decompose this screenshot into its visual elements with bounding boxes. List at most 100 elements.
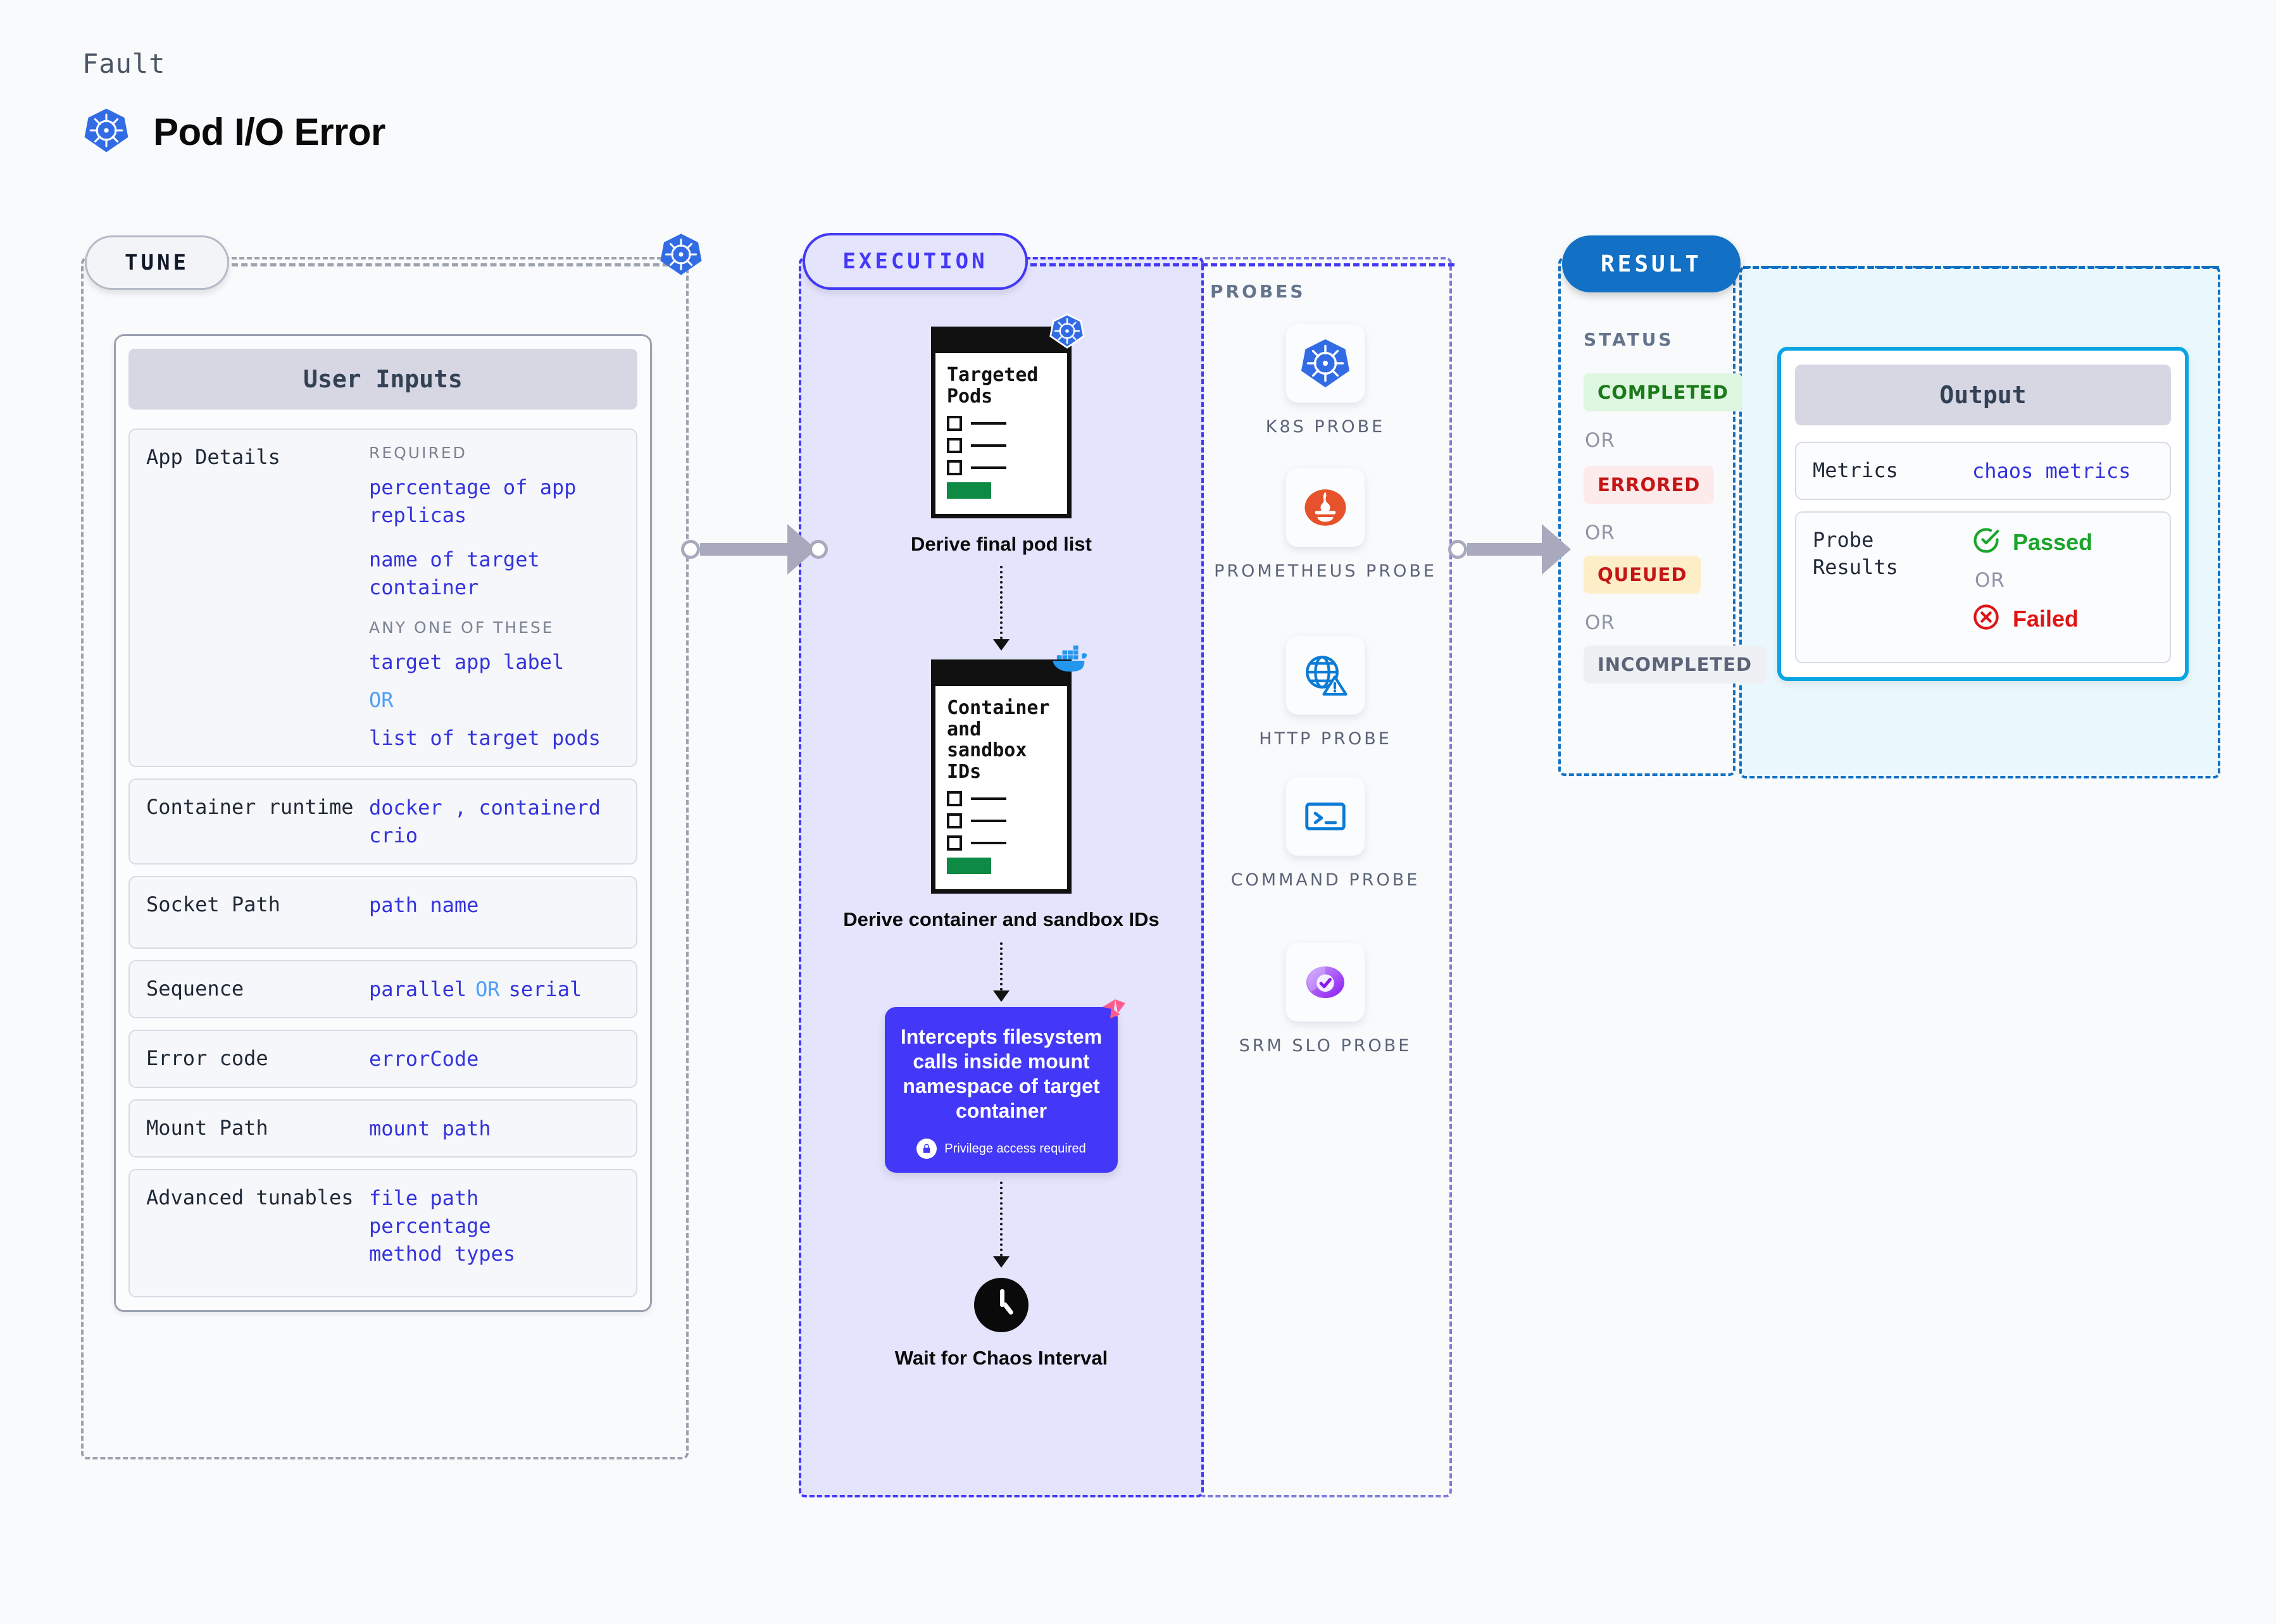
probe-label: COMMAND PROBE: [1230, 870, 1420, 890]
probe-srm-slo[interactable]: SRM SLO PROBE: [1199, 943, 1452, 1058]
lock-icon: [916, 1139, 937, 1159]
status-badge-text: INCOMPLETED: [1584, 646, 1766, 684]
probe-label: K8S PROBE: [1265, 417, 1385, 437]
line-icon: [971, 422, 1006, 425]
flow-connector: [1000, 1182, 1003, 1257]
probe-http[interactable]: HTTP PROBE: [1199, 636, 1452, 751]
status-label: STATUS: [1584, 329, 1674, 350]
probe-command[interactable]: COMMAND PROBE: [1199, 777, 1452, 892]
connector-dot: [1448, 540, 1467, 559]
or-separator: OR: [1585, 522, 1615, 544]
card-body: Container and sandbox IDs: [931, 685, 1072, 894]
x-circle-icon: [1972, 603, 2000, 634]
status-badge-text: ERRORED: [1584, 466, 1715, 504]
step-caption-derive-pod-list: Derive final pod list: [911, 533, 1092, 556]
status-badge-errored: ERRORED: [1584, 466, 1715, 504]
list-item: [947, 438, 1056, 454]
card-body: Targeted Pods: [931, 353, 1072, 519]
row-value: mount path: [369, 1116, 491, 1140]
execution-connector-rule: [1030, 263, 1454, 266]
tune-row-socket-path: Socket Path path name: [128, 876, 637, 949]
row-value-1: docker , containerd: [369, 796, 601, 820]
row-value: path name: [369, 893, 479, 918]
required-value-1: percentage of app replicas: [369, 475, 577, 528]
row-value: errorCode: [369, 1046, 479, 1071]
progress-bar: [947, 482, 991, 499]
fault-title-row: Pod I/O Error: [82, 106, 385, 158]
passed-label: Passed: [2013, 528, 2093, 555]
execution-pill[interactable]: EXECUTION: [803, 233, 1028, 290]
prometheus-icon: [1286, 468, 1365, 547]
tune-to-execution-arrow: [681, 524, 828, 575]
tune-row-mount-path: Mount Path mount path: [128, 1099, 637, 1158]
srm-slo-icon: [1286, 943, 1365, 1021]
action-box-intercept: Intercepts filesystem calls inside mount…: [885, 999, 1125, 1173]
probe-result-failed: Failed: [1972, 603, 2153, 634]
probe-label: PROMETHEUS PROBE: [1214, 561, 1437, 581]
probes-lane: [1199, 257, 1452, 1497]
row-key: Socket Path: [146, 892, 280, 917]
tune-row-error-code: Error code errorCode: [128, 1029, 637, 1088]
tune-row-sequence: Sequence parallel OR serial: [128, 959, 637, 1018]
user-inputs-card: User Inputs App Details REQUIRED percent…: [114, 334, 652, 1312]
page-title: Pod I/O Error: [153, 111, 385, 153]
kubernetes-icon: [658, 232, 704, 280]
kubernetes-icon: [1049, 313, 1085, 353]
or-separator: OR: [1585, 611, 1615, 634]
card-heading: Targeted Pods: [947, 364, 1039, 408]
checkbox-icon: [947, 460, 962, 476]
line-icon: [971, 466, 1006, 470]
status-badge-text: COMPLETED: [1584, 373, 1743, 411]
kubernetes-icon: [1286, 324, 1365, 403]
card-heading: Container and sandbox IDs: [947, 696, 1050, 783]
targeted-pods-card: Targeted Pods: [931, 313, 1085, 519]
row-key: Container runtime: [146, 795, 354, 820]
output-row-probe-results: Probe Results Passed OR: [1795, 511, 2171, 664]
line-icon: [971, 820, 1006, 823]
required-label: REQUIRED: [369, 444, 467, 462]
list-item: [947, 835, 1056, 851]
user-inputs-title: User Inputs: [128, 349, 637, 409]
output-card: Output Metrics chaos metrics Probe Resul…: [1777, 347, 2189, 682]
http-globe-icon: [1286, 636, 1365, 715]
tune-pill[interactable]: TUNE: [85, 235, 229, 290]
clock-icon: [974, 1278, 1029, 1333]
probes-section-label: PROBES: [1210, 281, 1306, 302]
result-connector-rule: [1743, 266, 2219, 269]
output-row-metrics: Metrics chaos metrics: [1795, 442, 2171, 501]
connector-dot: [681, 540, 700, 559]
card-top-bar: [931, 659, 1072, 686]
row-value-1: parallel: [369, 977, 467, 1001]
checkbox-icon: [947, 835, 962, 851]
row-key: App Details: [146, 445, 280, 469]
line-icon: [971, 797, 1006, 801]
list-item: [947, 416, 1056, 432]
tune-row-container-runtime: Container runtime docker , containerd cr…: [128, 778, 637, 865]
checkbox-icon: [947, 438, 962, 454]
status-badge-text: QUEUED: [1584, 556, 1701, 594]
step-caption-wait-for-chaos: Wait for Chaos Interval: [894, 1347, 1108, 1370]
row-key: Advanced tunables: [146, 1185, 354, 1210]
probe-k8s[interactable]: K8S PROBE: [1199, 324, 1452, 439]
probe-label: HTTP PROBE: [1259, 729, 1392, 749]
probe-prometheus[interactable]: PROMETHEUS PROBE: [1199, 468, 1452, 584]
privilege-note: Privilege access required: [899, 1139, 1104, 1159]
progress-bar: [947, 858, 991, 875]
connector-bar: [1467, 543, 1543, 556]
privilege-note-text: Privilege access required: [944, 1141, 1086, 1156]
row-value: chaos metrics: [1972, 459, 2131, 483]
card-top-bar: [931, 327, 1072, 353]
terminal-icon: [1286, 777, 1365, 856]
tune-lane: [81, 257, 689, 1459]
tune-connector-rule: [232, 263, 678, 266]
result-pill[interactable]: RESULT: [1562, 235, 1741, 292]
row-value-2: percentage: [369, 1214, 491, 1239]
probe-label: SRM SLO PROBE: [1239, 1036, 1412, 1056]
probes-to-result-arrow: [1448, 524, 1571, 575]
or-separator: OR: [475, 977, 500, 1001]
row-key: Error code: [146, 1046, 268, 1070]
tune-row-app-details: App Details REQUIRED percentage of app r…: [128, 428, 637, 768]
container-sandbox-ids-card: Container and sandbox IDs: [931, 645, 1087, 894]
or-separator: OR: [1975, 569, 2005, 592]
connector-dot: [809, 540, 828, 559]
